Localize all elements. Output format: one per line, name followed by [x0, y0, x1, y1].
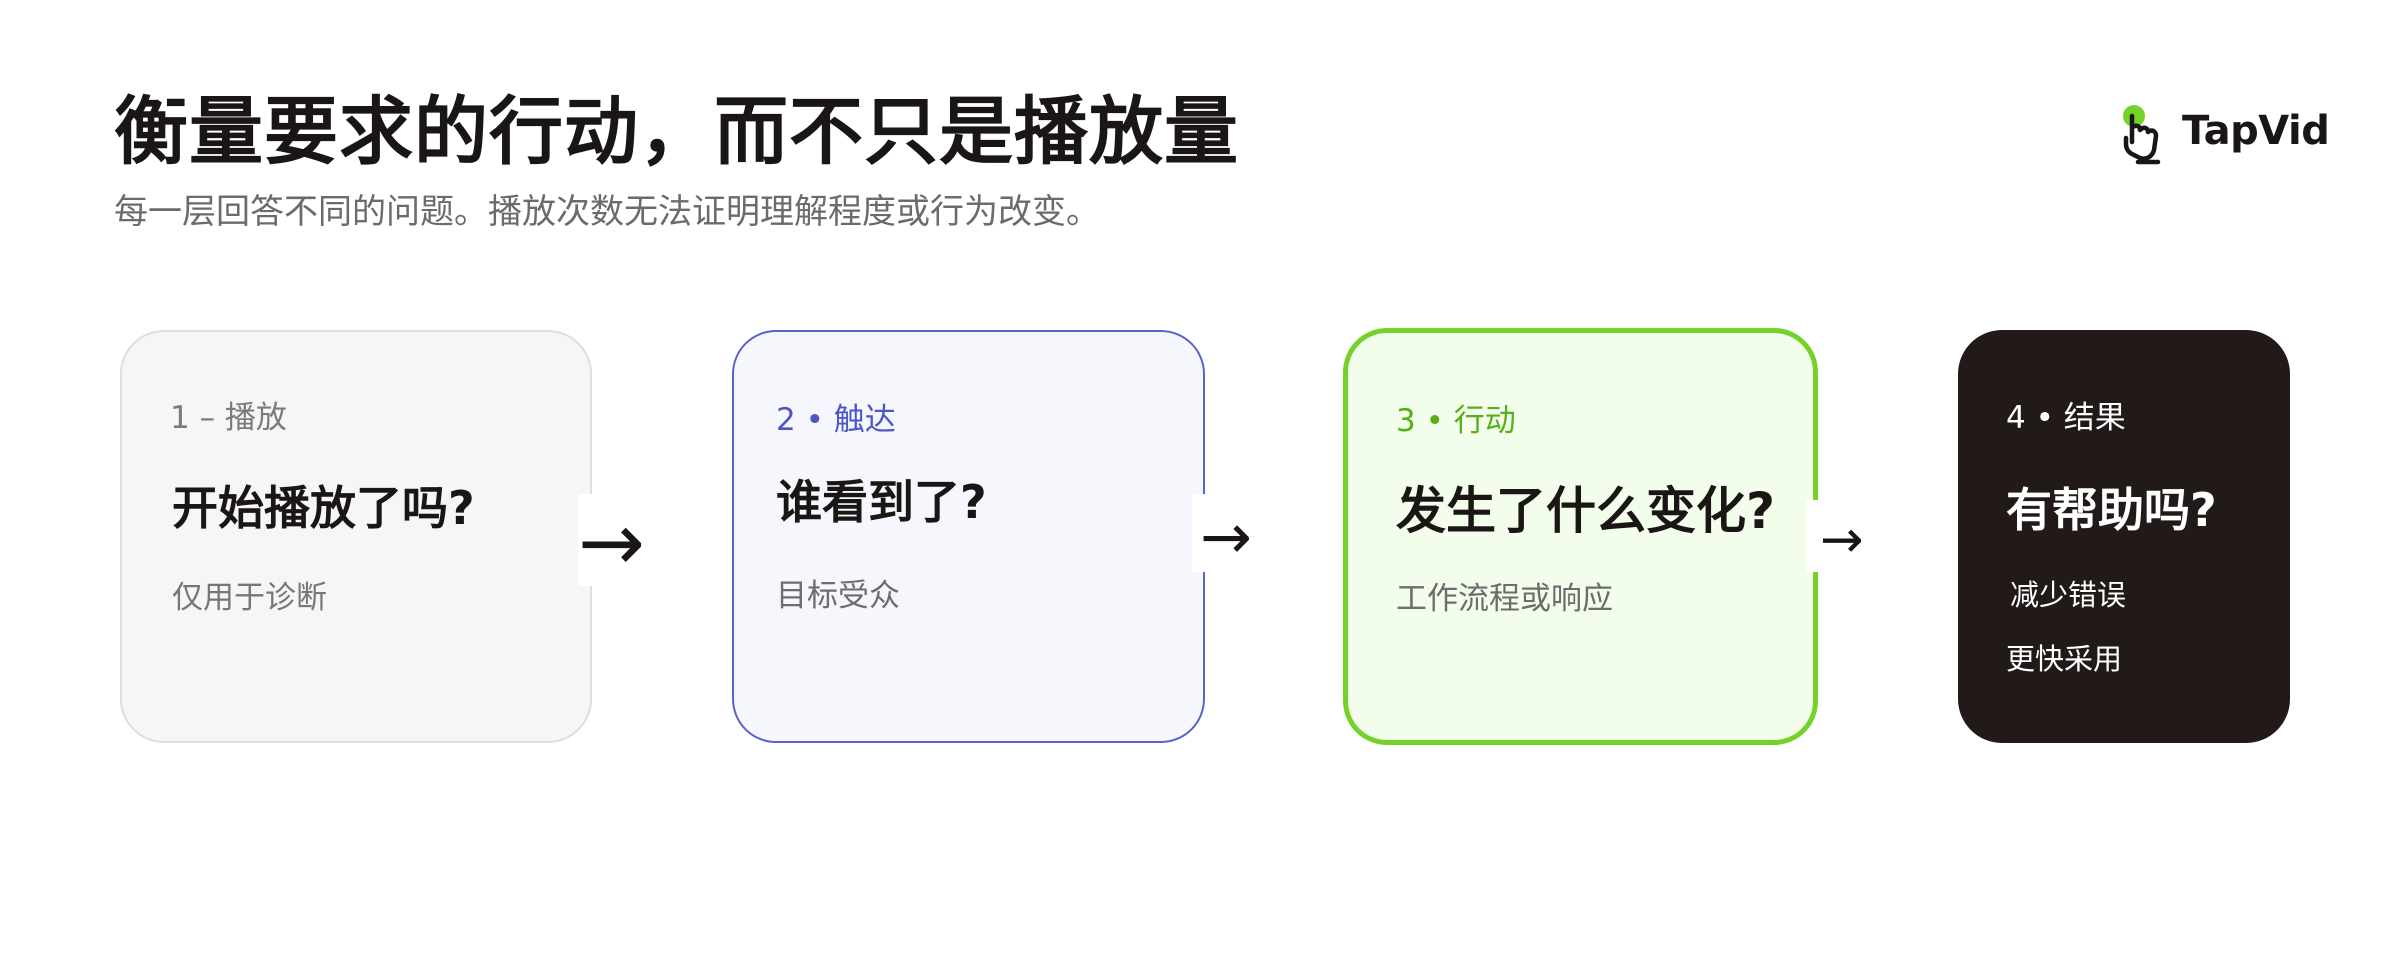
stage-detail: 仅用于诊断 [172, 580, 327, 616]
tapvid-logo: TapVid [2118, 102, 2330, 166]
flow-arrow-icon: → [1820, 510, 1864, 570]
stage-detail: 减少错误 [2010, 578, 2127, 612]
stage-label: 2 • 触达 [776, 402, 896, 438]
stage-card-play: 1 – 播放 开始播放了吗? 仅用于诊断 [120, 330, 592, 743]
stage-card-reach: 2 • 触达 谁看到了? 目标受众 [732, 330, 1205, 743]
flow-arrow-icon: → [578, 496, 646, 589]
stage-label: 3 • 行动 [1396, 403, 1516, 439]
stage-detail: 工作流程或响应 [1396, 581, 1613, 617]
connector-gap [578, 494, 614, 586]
stage-detail: 更快采用 [2006, 642, 2123, 676]
stage-label: 4 • 结果 [2006, 400, 2126, 436]
page-subtitle: 每一层回答不同的问题。播放次数无法证明理解程度或行为改变。 [114, 192, 1100, 232]
stage-question: 发生了什么变化? [1396, 482, 1776, 540]
stage-detail: 目标受众 [776, 578, 900, 614]
stage-card-action: 3 • 行动 发生了什么变化? 工作流程或响应 [1343, 328, 1818, 745]
connector-gap [1192, 494, 1228, 572]
page-title: 衡量要求的行动，而不只是播放量 [114, 89, 1239, 175]
stage-label: 1 – 播放 [170, 400, 287, 436]
stage-question: 有帮助吗? [2006, 483, 2217, 537]
stage-question: 谁看到了? [776, 475, 987, 529]
stage-question: 开始播放了吗? [172, 481, 475, 535]
flow-arrow-icon: → [1200, 500, 1252, 573]
stage-card-outcome: 4 • 结果 有帮助吗? 减少错误 更快采用 [1958, 330, 2290, 743]
logo-text: TapVid [2182, 108, 2330, 154]
tap-hand-icon [2123, 105, 2161, 165]
connector-gap [1806, 500, 1836, 572]
